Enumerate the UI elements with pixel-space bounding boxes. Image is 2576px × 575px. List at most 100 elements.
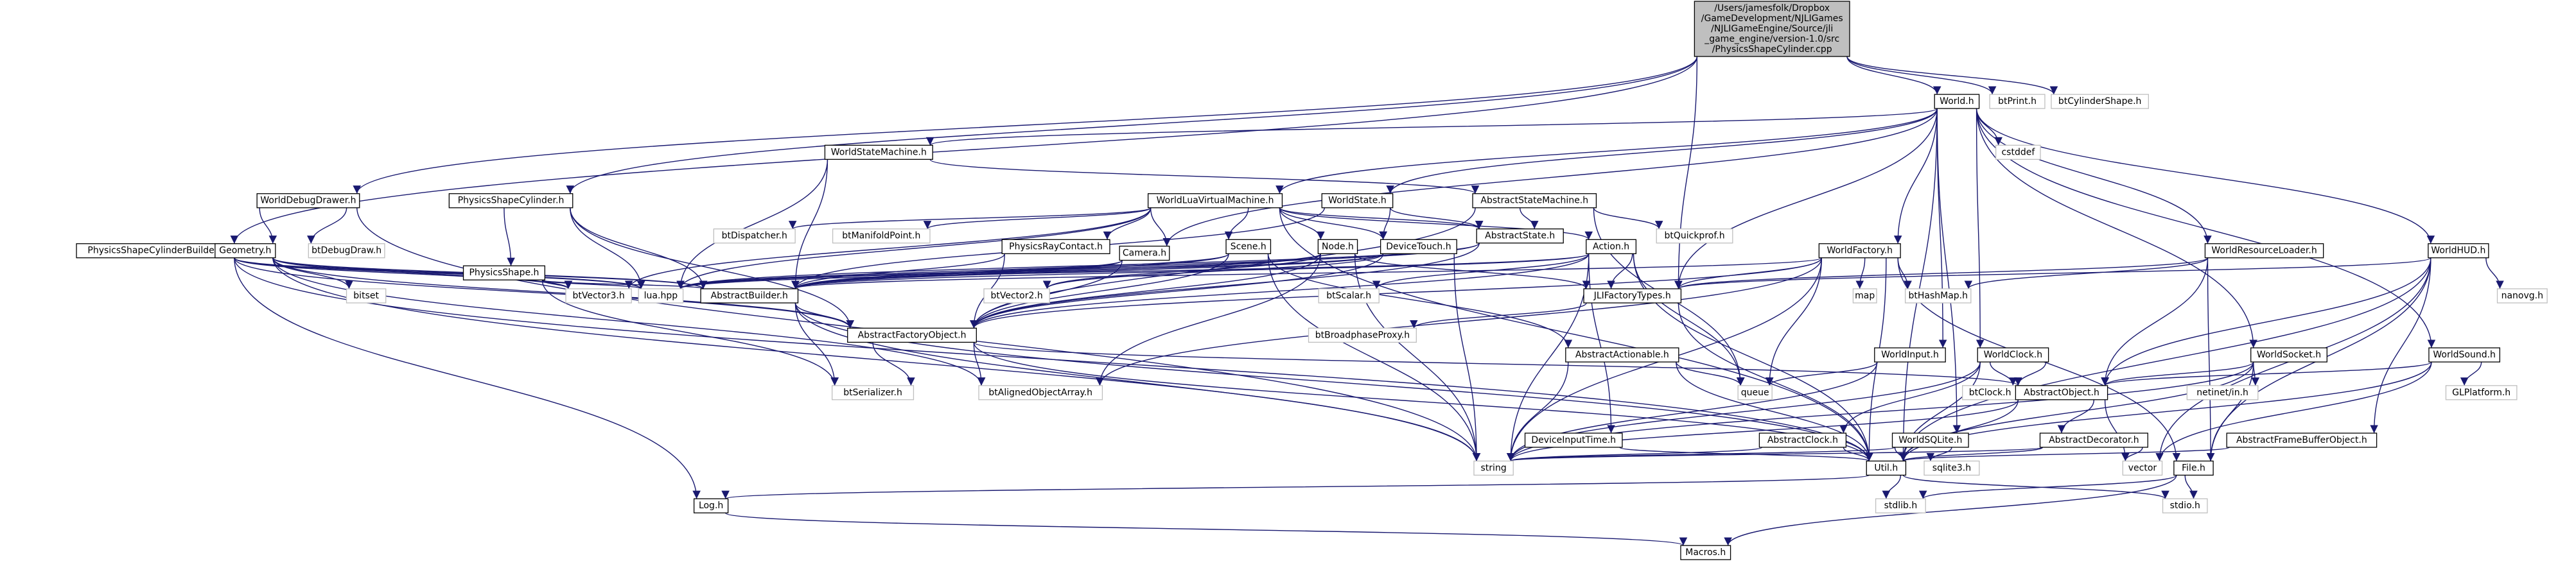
node-abstractfactoryobject-h[interactable]: AbstractFactoryObject.h (847, 327, 977, 343)
node-worldsound-h[interactable]: WorldSound.h (2428, 347, 2500, 363)
node-box (346, 288, 387, 304)
node-worldsocket-h[interactable]: WorldSocket.h (2250, 347, 2327, 363)
node-worldsqlite-h[interactable]: WorldSQLite.h (1891, 433, 1969, 448)
edge-worlddebugdrawer-h-to-geometry-h (259, 207, 277, 244)
node-label: AbstractObject.h (2024, 388, 2099, 398)
edge-world-h-to-worldsqlite-h (1936, 108, 1961, 433)
node-physicsraycontact-h[interactable]: PhysicsRayContact.h (1001, 239, 1110, 254)
node-label: Scene.h (1231, 241, 1266, 252)
node-box (713, 228, 796, 244)
node-btcylindershape-h: btCylinderShape.h (2051, 94, 2150, 109)
node-physicsshape-h[interactable]: PhysicsShape.h (462, 265, 545, 280)
edge-action-h-to-btscalar-h (1372, 253, 1590, 289)
node-scene-h[interactable]: Scene.h (1225, 239, 1272, 254)
node-worldhud-h[interactable]: WorldHUD.h (2428, 243, 2489, 259)
node-worldinput-h[interactable]: WorldInput.h (1874, 347, 1946, 363)
node-world-h[interactable]: World.h (1934, 94, 1980, 109)
node-worldclock-h[interactable]: WorldClock.h (1977, 347, 2049, 363)
node-abstractstate-h[interactable]: AbstractState.h (1476, 228, 1564, 244)
node-file-h[interactable]: File.h (2173, 460, 2214, 476)
edge-geometry-h-to-btalignedobjectarray-h (272, 257, 986, 386)
edge-abstractobject-h-to-util-h (1899, 399, 2019, 461)
node-vector: vector (2122, 460, 2163, 476)
node-label: Util.h (1874, 463, 1898, 473)
edge-worldluavirtualmachine-h-to-node-h (1279, 207, 1325, 240)
node-geometry-h[interactable]: Geometry.h (215, 243, 276, 259)
node-abstractobject-h[interactable]: AbstractObject.h (2015, 385, 2108, 400)
node-macros-h[interactable]: Macros.h (1680, 545, 1731, 560)
node-worlddebugdrawer-h[interactable]: WorldDebugDrawer.h (256, 193, 360, 209)
edge-devicetouch-h-to-btvector2-h (1043, 253, 1384, 289)
node-action-h[interactable]: Action.h (1586, 239, 1637, 254)
node-camera-h[interactable]: Camera.h (1119, 245, 1170, 261)
edge-geometry-h-to-bitset (272, 257, 353, 289)
node-root[interactable]: /Users/jamesfolk/Dropbox/GameDevelopment… (1694, 1, 1850, 57)
node-box (2173, 460, 2214, 476)
node-box (832, 228, 931, 244)
node-abstractstatemachine-h[interactable]: AbstractStateMachine.h (1472, 193, 1597, 209)
node-deviceinputtime-h[interactable]: DeviceInputTime.h (1524, 433, 1623, 448)
node-btmanifoldpoint-h: btManifoldPoint.h (832, 228, 931, 244)
node-label: WorldFactory.h (1827, 246, 1893, 256)
node-label: btBroadphaseProxy.h (1315, 330, 1410, 340)
edge-devicetouch-h-to-abstractbuilder-h (791, 253, 1384, 289)
edge-scene-h-to-lua-hpp (676, 253, 1229, 289)
edge-worldfactory-h-to-abstractbuilder-h (792, 257, 1823, 289)
edge-worldsqlite-h-to-util-h (1894, 447, 1907, 461)
node-btvector2-h: btVector2.h (983, 288, 1050, 304)
edge-physicsshapecylinder-h-to-abstractbuilder-h (570, 207, 708, 289)
edge-abstractdecorator-h-to-string (1507, 447, 2044, 462)
edge-file-h-to-stdlib-h (1919, 474, 2177, 499)
node-label: btDebugDraw.h (311, 246, 381, 256)
edge-worldfactory-h-to-btalignedobjectarray-h (1096, 257, 1823, 386)
edge-worldsound-h-to-vector (2155, 362, 2432, 461)
edge-physicsshapecylinder-h-to-physicsshape-h (504, 207, 515, 266)
edge-abstractdecorator-h-to-util-h (1899, 447, 2044, 462)
edge-world-h-to-worldluavirtualmachine-h (1275, 108, 1938, 194)
edge-world-h-to-worldsound-h (1976, 108, 2436, 348)
node-util-h[interactable]: Util.h (1866, 460, 1907, 476)
node-box (2445, 385, 2518, 400)
node-btalignedobjectarray-h: btAlignedObjectArray.h (978, 385, 1103, 400)
edge-physicsshapecylinder-h-to-lua-hpp (570, 207, 645, 289)
edge-abstractbuilder-h-to-string (794, 303, 1481, 461)
node-log-h[interactable]: Log.h (693, 498, 729, 513)
node-worldluavirtualmachine-h[interactable]: WorldLuaVirtualMachine.h (1148, 193, 1283, 209)
node-box (2122, 460, 2163, 476)
node-label: WorldState.h (1328, 196, 1387, 206)
node-abstractdecorator-h[interactable]: AbstractDecorator.h (2039, 433, 2148, 448)
node-physicsshapecylinder-h[interactable]: PhysicsShapeCylinder.h (448, 193, 574, 209)
edge-root-to-btcylindershape-h (1846, 56, 2058, 95)
edge-physicsshapecylinderbuilder-h-to-log-h (234, 257, 701, 499)
node-box (1001, 239, 1110, 254)
node-jlifactorytypes-h[interactable]: JLIFactoryTypes.h (1583, 288, 1682, 304)
edge-action-h-to-queue (1633, 253, 1745, 386)
node-worldstate-h[interactable]: WorldState.h (1321, 193, 1394, 209)
node-worldfactory-h[interactable]: WorldFactory.h (1818, 243, 1901, 259)
edge-abstractclock-h-to-string (1507, 447, 1763, 462)
edge-worldstatemachine-h-to-lua-hpp (676, 159, 828, 289)
node-box (700, 288, 799, 304)
node-abstractclock-h[interactable]: AbstractClock.h (1758, 433, 1847, 448)
node-box (448, 193, 574, 209)
node-queue: queue (1737, 385, 1773, 400)
edge-abstractobject-h-to-vector (2104, 399, 2130, 461)
node-label: AbstractFrameBufferObject.h (2236, 435, 2367, 445)
node-worldresourceloader-h[interactable]: WorldResourceLoader.h (2204, 243, 2324, 259)
node-label: /PhysicsShapeCylinder.cpp (1712, 44, 1832, 55)
node-box (1737, 385, 1773, 400)
edge-worldhud-h-to-util-h (1899, 257, 2431, 461)
node-node-h[interactable]: Node.h (1317, 239, 1358, 254)
node-box (1318, 288, 1380, 304)
node-abstractactionable-h[interactable]: AbstractActionable.h (1565, 347, 1679, 363)
node-devicetouch-h[interactable]: DeviceTouch.h (1380, 239, 1457, 254)
node-abstractbuilder-h[interactable]: AbstractBuilder.h (700, 288, 799, 304)
node-box (2039, 433, 2148, 448)
node-label: Action.h (1593, 241, 1629, 252)
node-btquickprof-h: btQuickprof.h (1656, 228, 1733, 244)
node-physicsshapecylinderbuilder-h[interactable]: PhysicsShapeCylinderBuilder.h (76, 243, 238, 259)
edge-abstractactionable-h-to-string (1506, 362, 1569, 461)
node-label: btPrint.h (1998, 96, 2037, 107)
node-abstractframebufferobject-h[interactable]: AbstractFrameBufferObject.h (2226, 433, 2378, 448)
node-worldstatemachine-h[interactable]: WorldStateMachine.h (824, 144, 933, 160)
